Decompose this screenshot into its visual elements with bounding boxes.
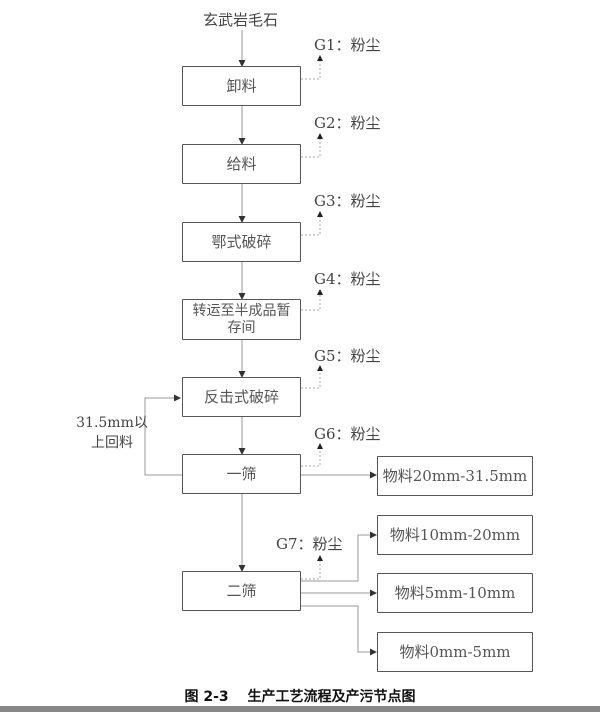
emission-g3: G3：粉尘 — [314, 192, 381, 210]
emission-arrow — [301, 365, 323, 389]
emission-g7: G7：粉尘 — [276, 535, 343, 553]
step-transfer: 转运至半成品暂存间 — [182, 299, 301, 340]
emission-arrow — [301, 555, 323, 580]
product-arrow — [301, 605, 377, 656]
emission-g6: G6：粉尘 — [314, 425, 381, 443]
emission-arrow — [301, 55, 323, 80]
emission-g2: G2：粉尘 — [314, 114, 381, 132]
emission-arrow — [301, 443, 323, 467]
step-feed: 给料 — [182, 144, 301, 184]
emission-arrow — [301, 133, 323, 158]
product-0-5mm: 物料0mm-5mm — [377, 632, 533, 672]
bottom-rule — [0, 706, 600, 712]
step-unload: 卸料 — [182, 66, 301, 106]
product-5-10mm: 物料5mm-10mm — [377, 573, 533, 613]
step-impact-crush: 反击式破碎 — [182, 377, 301, 417]
product-10-20mm: 物料10mm-20mm — [377, 515, 533, 555]
input-label: 玄武岩毛石 — [203, 11, 279, 29]
emission-arrow — [301, 211, 323, 236]
step-jaw-crush: 鄂式破碎 — [182, 222, 301, 262]
recycle-arrow — [144, 394, 182, 476]
emission-g5: G5：粉尘 — [314, 347, 381, 365]
step-screen-1: 一筛 — [182, 454, 301, 494]
step-screen-2: 二筛 — [182, 571, 301, 611]
emission-g1: G1：粉尘 — [314, 36, 381, 54]
product-20-31.5mm: 物料20mm-31.5mm — [377, 456, 533, 496]
figure-caption: 图 2-3 生产工艺流程及产污节点图 — [184, 689, 416, 705]
emission-g4: G4：粉尘 — [314, 270, 381, 288]
emission-arrow — [301, 289, 323, 311]
product-arrow — [301, 531, 377, 582]
recycle-label: 31.5mm以上回料 — [76, 415, 148, 451]
